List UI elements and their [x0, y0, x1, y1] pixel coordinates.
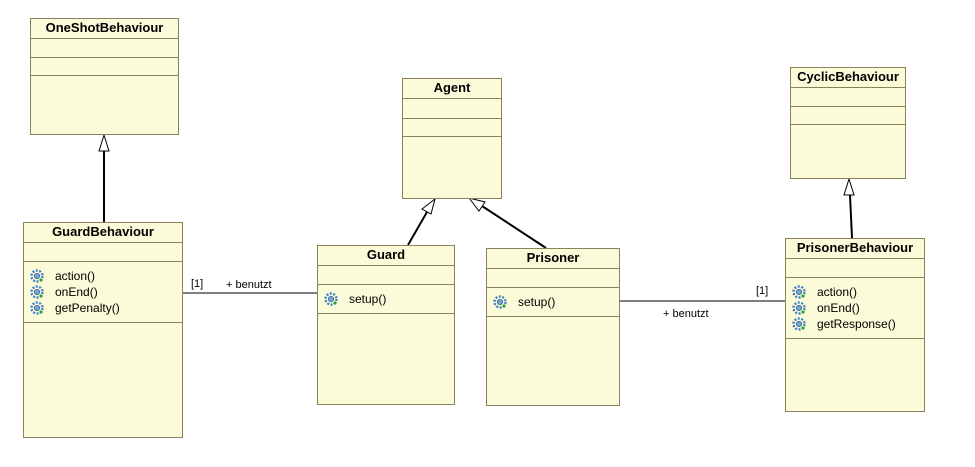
class-guard[interactable]: Guard setup(): [317, 245, 455, 405]
method-gear-icon: [792, 285, 806, 299]
method-gear-icon: [30, 269, 44, 283]
operations-section: action() onEnd() getResponse(): [786, 278, 924, 339]
operation-name: getPenalty(): [55, 301, 120, 315]
class-prisoner[interactable]: Prisoner setup(): [486, 248, 620, 406]
class-name: Guard: [318, 246, 454, 266]
operation-item[interactable]: setup(): [487, 294, 619, 310]
generalization-prisonerbehaviour-cyclic: [849, 194, 853, 239]
operation-item[interactable]: action(): [24, 268, 182, 284]
operation-item[interactable]: onEnd(): [786, 300, 924, 316]
class-name: Agent: [403, 79, 501, 99]
operation-name: setup(): [518, 295, 556, 309]
operations-section: setup(): [318, 285, 454, 314]
operation-item[interactable]: setup(): [318, 291, 454, 307]
method-gear-icon: [493, 295, 507, 309]
class-name: CyclicBehaviour: [791, 68, 905, 88]
method-gear-icon: [792, 317, 806, 331]
class-agent[interactable]: Agent: [402, 78, 502, 199]
method-gear-icon: [792, 301, 806, 315]
operations-section: action() onEnd() getPenalty(): [24, 262, 182, 323]
operation-name: onEnd(): [55, 285, 98, 299]
operation-name: getResponse(): [817, 317, 896, 331]
operations-section: [403, 119, 501, 137]
method-gear-icon: [324, 292, 338, 306]
class-name: Prisoner: [487, 249, 619, 269]
attributes-section: [403, 99, 501, 119]
attributes-section: [24, 243, 182, 262]
association-role-label: + benutzt: [663, 308, 709, 320]
operation-name: setup(): [349, 292, 387, 306]
operation-item[interactable]: action(): [786, 284, 924, 300]
generalization-arrowhead: [843, 177, 855, 196]
class-name: OneShotBehaviour: [31, 19, 178, 39]
class-name: PrisonerBehaviour: [786, 239, 924, 259]
attributes-section: [318, 266, 454, 285]
operation-name: onEnd(): [817, 301, 860, 315]
association-role-label: + benutzt: [226, 279, 272, 291]
attributes-section: [786, 259, 924, 278]
attributes-section: [31, 39, 178, 58]
class-name: GuardBehaviour: [24, 223, 182, 243]
generalization-prisoner-agent: [481, 205, 547, 249]
class-cyclicbehaviour[interactable]: CyclicBehaviour: [790, 67, 906, 179]
operations-section: [791, 107, 905, 125]
operation-name: action(): [55, 269, 96, 283]
generalization-arrowhead: [421, 197, 436, 215]
generalization-arrowhead: [98, 133, 110, 152]
method-gear-icon: [30, 301, 44, 315]
class-guardbehaviour[interactable]: GuardBehaviour action() onEnd() getPenal…: [23, 222, 183, 438]
operation-item[interactable]: getPenalty(): [24, 300, 182, 316]
class-oneshotbehaviour[interactable]: OneShotBehaviour: [30, 18, 179, 135]
class-prisonerbehaviour[interactable]: PrisonerBehaviour action() onEnd() getRe…: [785, 238, 925, 412]
attributes-section: [791, 88, 905, 107]
operation-item[interactable]: onEnd(): [24, 284, 182, 300]
operation-name: action(): [817, 285, 858, 299]
generalization-guard-agent: [407, 211, 428, 246]
attributes-section: [487, 269, 619, 288]
association-multiplicity: [1]: [191, 278, 204, 290]
method-gear-icon: [30, 285, 44, 299]
association-multiplicity: [1]: [756, 285, 769, 297]
operations-section: [31, 58, 178, 76]
generalization-arrowhead: [467, 197, 486, 212]
operation-item[interactable]: getResponse(): [786, 316, 924, 332]
operations-section: setup(): [487, 288, 619, 317]
